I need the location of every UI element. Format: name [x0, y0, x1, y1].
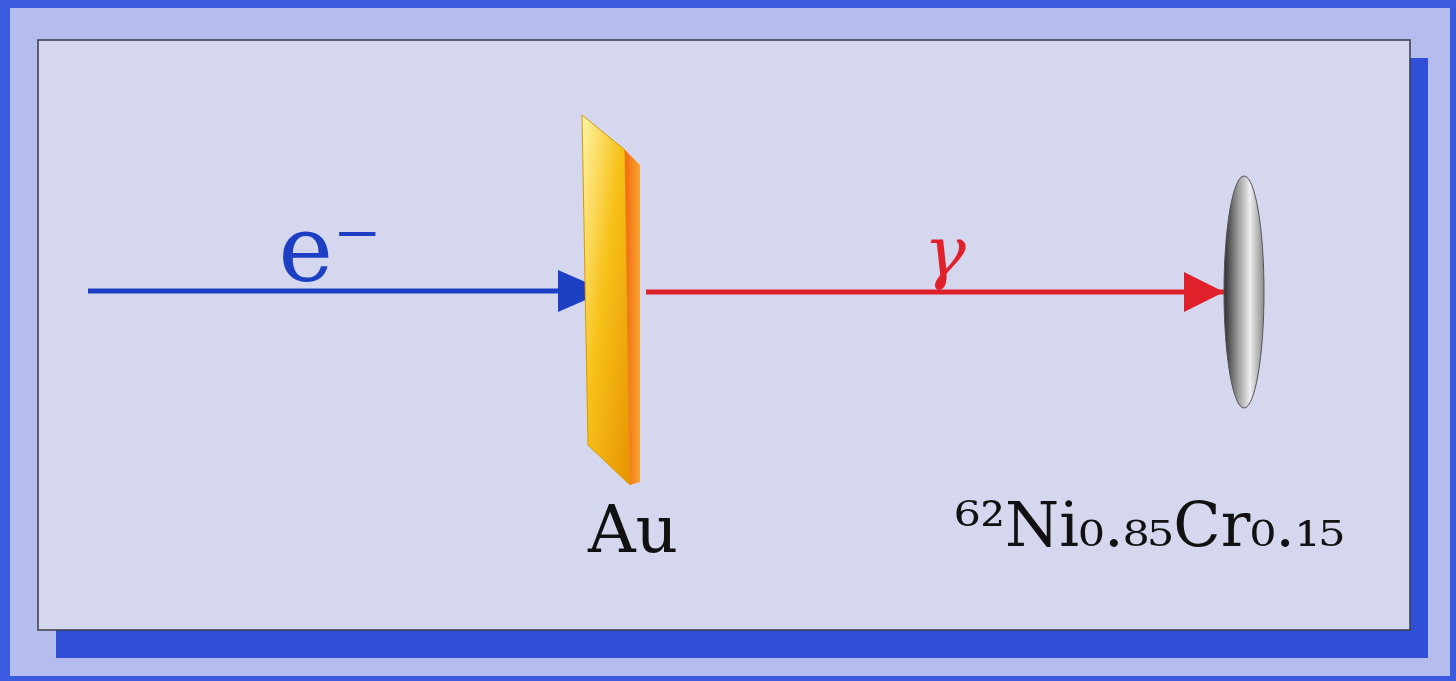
shape-outline	[578, 112, 644, 490]
edge-label: γ	[924, 214, 966, 291]
node-label: Au	[588, 494, 678, 567]
gold-foil: Au	[578, 112, 678, 566]
gold-foil-face	[582, 115, 630, 485]
shape-outline	[1220, 172, 1268, 412]
label-slot: γ	[924, 214, 966, 291]
page-ground	[10, 8, 1450, 676]
particle-label: e⁻	[278, 199, 381, 300]
label-slot: e⁻	[278, 199, 381, 300]
label-slot: ⁶²Ni₀.₈₅Cr₀.₁₅	[955, 491, 1344, 559]
target-disk	[1224, 176, 1264, 408]
node-label: ⁶²Ni₀.₈₅Cr₀.₁₅	[955, 491, 1344, 559]
target-disk: ⁶²Ni₀.₈₅Cr₀.₁₅	[955, 172, 1344, 559]
label-slot: Au	[588, 494, 678, 567]
panel	[38, 40, 1410, 630]
gold-foil-edge	[625, 150, 640, 485]
